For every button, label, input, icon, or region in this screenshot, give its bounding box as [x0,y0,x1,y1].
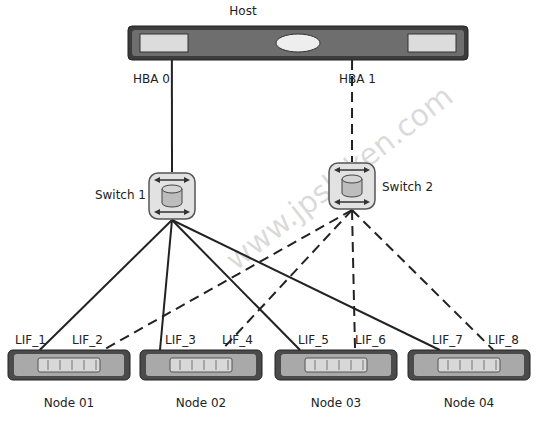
storage-stripe [448,360,449,370]
switch-arrowhead [184,209,190,215]
storage-stripe [84,360,85,370]
fc-link [160,220,172,350]
storage-node: Node 03 [275,350,397,380]
storage-stripe [327,360,328,370]
storage-face [14,354,124,376]
storage-stripe [216,360,217,370]
storage-stripe [204,360,205,370]
storage-stripe [351,360,352,370]
storage-stripe [484,360,485,370]
storage-chassis [275,350,397,380]
switch-cylinder-top [162,185,182,193]
switch-body [149,173,195,219]
node-label: Node 04 [408,396,530,410]
storage-face [146,354,256,376]
node-label: Switch 2 [382,180,442,194]
lif-label: LIF_6 [355,333,386,347]
fc-link [171,60,173,172]
switch-arrow [158,179,186,181]
storage-bay [305,358,367,372]
node-label: Switch 1 [90,188,146,202]
host-badge [276,34,320,52]
switch-arrowhead [154,177,160,183]
storage-chassis [408,350,530,380]
host-face [132,30,464,56]
storage-bay [438,358,500,372]
switch-arrow [338,169,366,171]
fc-link [40,220,172,350]
storage-stripe [496,360,497,370]
switch-arrowhead [334,199,340,205]
lif-label: LIF_5 [298,333,329,347]
host-panel [408,34,456,52]
switch-arrow [158,211,186,213]
fc-link [172,220,440,350]
switch-shape [148,172,196,220]
node-label: Node 03 [275,396,397,410]
storage-stripe [460,360,461,370]
storage-node: Node 01 [8,350,130,380]
switch-shape [328,162,376,210]
lif-label: LIF_7 [432,333,463,347]
storage-node: Node 02 [140,350,262,380]
storage-face [414,354,524,376]
storage-face [281,354,391,376]
hba-label: HBA 0 [133,72,170,86]
dashed-fc-link [352,210,355,350]
host-server: Host [128,2,468,62]
storage-shape [140,350,262,380]
node-label: Node 01 [8,396,130,410]
fc-switch: Switch 2 [328,162,376,210]
switch-body [329,163,375,209]
lif-label: LIF_4 [222,333,253,347]
switch-cylinder-top [342,175,362,183]
storage-stripe [339,360,340,370]
storage-stripe [315,360,316,370]
fc-switch: Switch 1 [148,172,196,220]
storage-stripe [363,360,364,370]
lif-label: LIF_8 [488,333,519,347]
host-chassis [128,26,468,60]
storage-stripe [48,360,49,370]
storage-shape [8,350,130,380]
storage-chassis [140,350,262,380]
hba-label: HBA 1 [339,72,376,86]
storage-node: Node 04 [408,350,530,380]
storage-bay [170,358,232,372]
node-label: Node 02 [140,396,262,410]
node-label: Host [213,4,273,18]
storage-shape [408,350,530,380]
storage-stripe [192,360,193,370]
storage-stripe [228,360,229,370]
switch-arrowhead [154,209,160,215]
host-shape [128,26,468,60]
dashed-fc-link [103,210,352,350]
storage-stripe [472,360,473,370]
switch-arrow [338,201,366,203]
switch-arrowhead [334,167,340,173]
switch-arrowhead [364,199,370,205]
storage-chassis [8,350,130,380]
storage-stripe [96,360,97,370]
host-panel [140,34,188,52]
storage-shape [275,350,397,380]
lif-label: LIF_1 [15,333,46,347]
storage-bay [38,358,100,372]
switch-arrowhead [184,177,190,183]
storage-stripe [72,360,73,370]
lif-label: LIF_2 [72,333,103,347]
switch-arrowhead [364,167,370,173]
storage-stripe [180,360,181,370]
storage-stripe [60,360,61,370]
lif-label: LIF_3 [165,333,196,347]
dashed-fc-link [352,210,493,350]
